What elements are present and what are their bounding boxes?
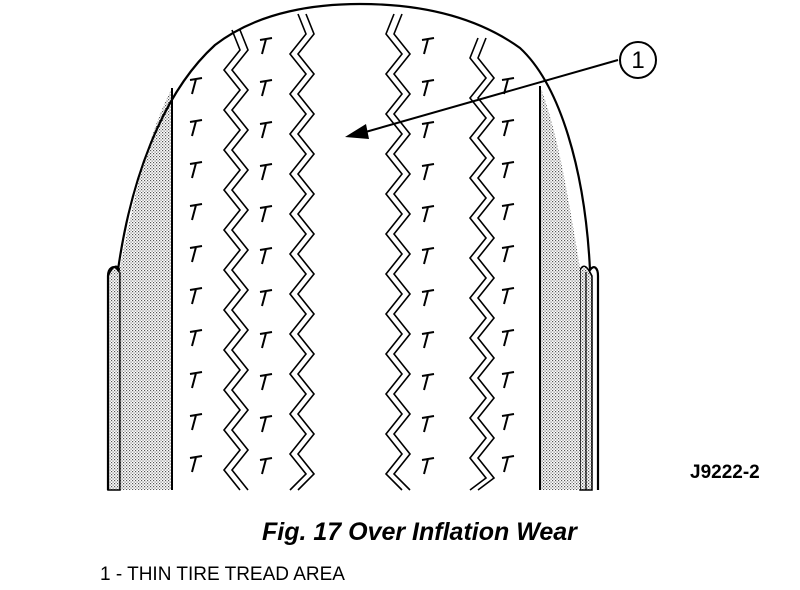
tread-sipe	[501, 245, 515, 263]
callout-circle	[619, 41, 657, 79]
tread-sipe	[259, 457, 273, 475]
tread-groove	[468, 37, 488, 491]
legend-item-1: 1 - THIN TIRE TREAD AREA	[100, 564, 345, 585]
callout-leader-line	[361, 59, 619, 134]
left-shoulder-band	[120, 88, 172, 490]
tread-sipe	[421, 331, 435, 349]
tread-sipes	[189, 37, 515, 475]
tread-sipe	[189, 287, 203, 305]
tread-groove	[384, 13, 404, 491]
tread-groove	[288, 13, 308, 491]
tread-sipe	[259, 79, 273, 97]
tread-sipe	[421, 79, 435, 97]
tread-groove	[392, 13, 412, 491]
tread-sipe	[501, 161, 515, 179]
tread-sipe	[189, 413, 203, 431]
tread-sipe	[501, 413, 515, 431]
tread-groove	[296, 13, 316, 491]
tire-outline	[106, 2, 600, 490]
tread-sipe	[189, 77, 203, 95]
tread-sipe	[189, 161, 203, 179]
tread-sipe	[259, 331, 273, 349]
tread-sipe	[501, 203, 515, 221]
tread-groove	[230, 29, 250, 491]
tread-sipe	[421, 37, 435, 55]
tread-sipe	[501, 329, 515, 347]
tread-sipe	[259, 163, 273, 181]
tread-groove	[222, 29, 242, 491]
tread-sipe	[421, 205, 435, 223]
callout-arrowhead	[345, 124, 369, 139]
tread-sipe	[421, 163, 435, 181]
tread-sipe	[259, 37, 273, 55]
tread-sipe	[501, 119, 515, 137]
tread-sipe	[259, 247, 273, 265]
right-shoulder-band	[540, 86, 580, 490]
figure-code: J9222-2	[690, 462, 760, 483]
tread-sipe	[501, 287, 515, 305]
tread-sipe	[501, 371, 515, 389]
tread-sipe	[189, 371, 203, 389]
tread-sipe	[259, 289, 273, 307]
tread-sipe	[501, 455, 515, 473]
tread-sipe	[421, 289, 435, 307]
tread-sipe	[259, 373, 273, 391]
tread-sipe	[259, 205, 273, 223]
tread-grooves	[222, 13, 496, 491]
tread-sipe	[259, 415, 273, 433]
tread-sipe	[189, 119, 203, 137]
tread-sipe	[189, 245, 203, 263]
tread-sipe	[421, 415, 435, 433]
tire-tread-diagram: 1	[106, 2, 657, 491]
callout-number: 1	[631, 47, 644, 74]
tread-sipe	[421, 247, 435, 265]
tread-sipe	[421, 121, 435, 139]
tread-sipe	[421, 373, 435, 391]
tread-sipe	[259, 121, 273, 139]
tread-groove	[476, 37, 496, 491]
tread-sipe	[189, 203, 203, 221]
left-shoulder-shading	[107, 265, 121, 491]
figure-caption: Fig. 17 Over Inflation Wear	[262, 518, 577, 546]
tread-sipe	[189, 455, 203, 473]
tread-sipe	[421, 457, 435, 475]
tread-sipe	[189, 329, 203, 347]
